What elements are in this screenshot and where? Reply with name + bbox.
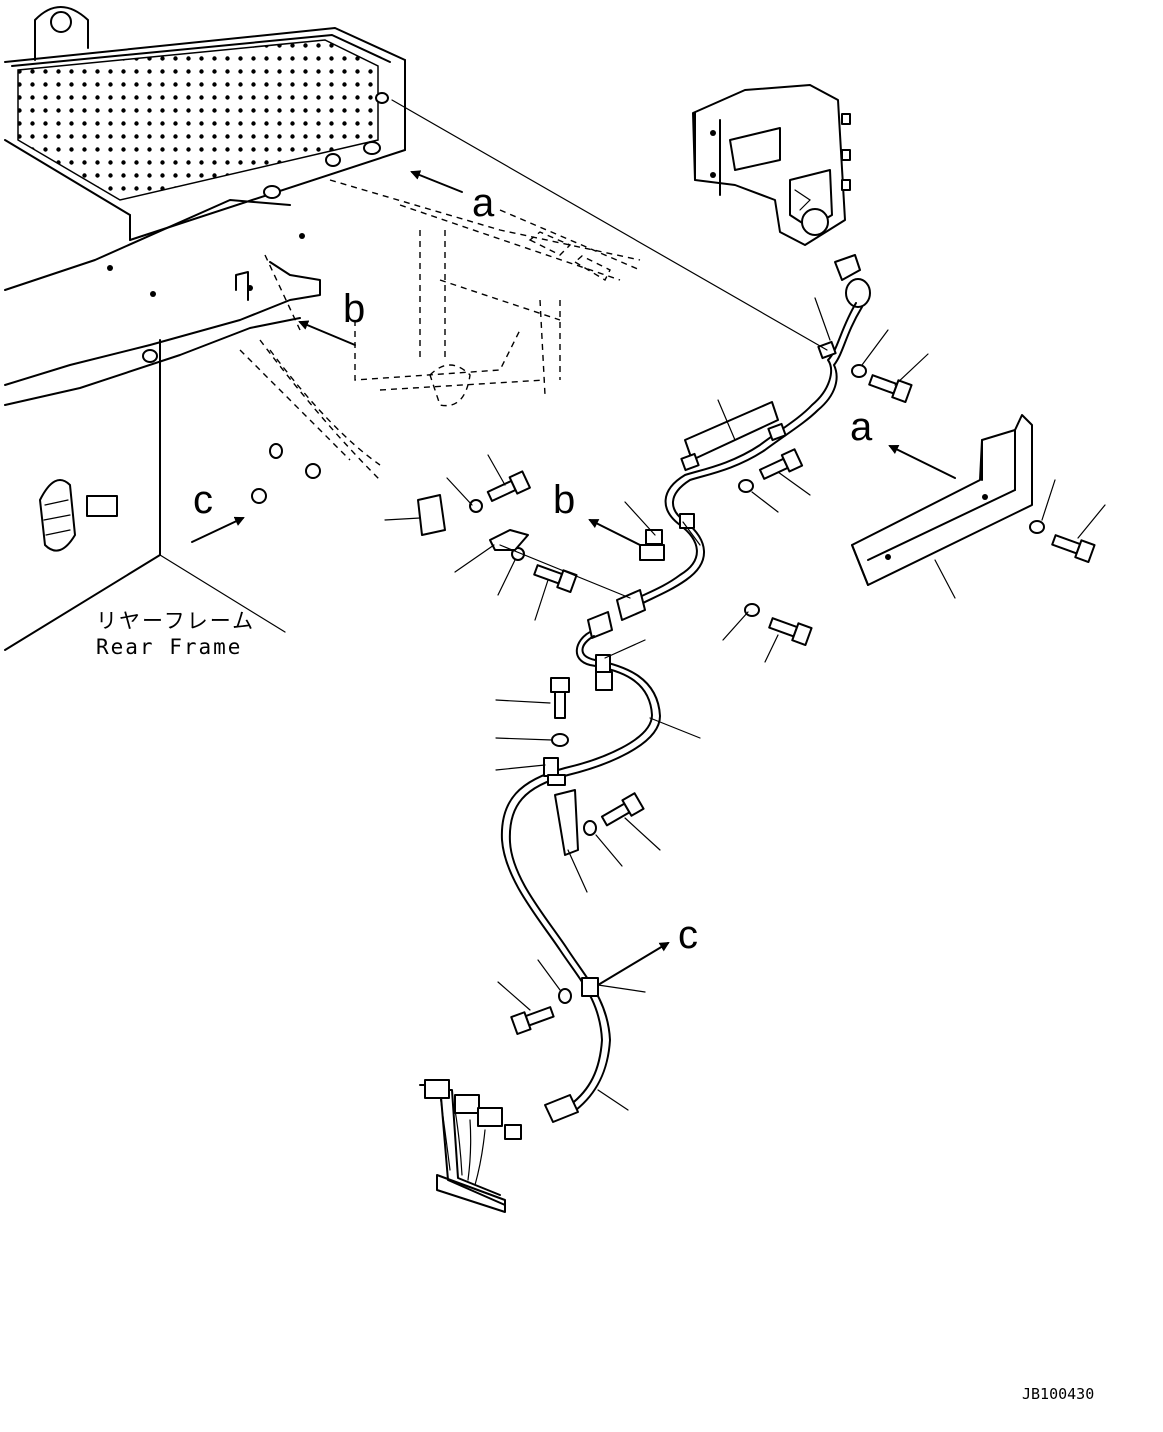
bolt-4 xyxy=(533,564,578,594)
perforated-deck xyxy=(17,39,379,201)
view-label-a: a xyxy=(472,181,495,225)
main-harness-connectors xyxy=(419,1079,522,1213)
washer xyxy=(583,820,597,836)
connector-top xyxy=(834,254,861,281)
connector-mid-1 xyxy=(616,589,646,621)
bolt-7 xyxy=(550,677,570,719)
clip-bracket xyxy=(554,789,579,856)
fasteners xyxy=(417,364,1096,1035)
hidden-lines xyxy=(239,179,641,481)
clip-bracket xyxy=(489,529,529,551)
leader-lines xyxy=(384,99,1106,1111)
switch-housing xyxy=(692,84,851,246)
washer xyxy=(851,364,867,378)
arrow-b-mid xyxy=(588,519,641,546)
bolt-5 xyxy=(768,617,813,647)
view-label-c: c xyxy=(193,478,213,522)
arrow-c-left xyxy=(191,516,245,543)
washer xyxy=(469,499,483,513)
bolt-8 xyxy=(600,792,645,827)
view-label-b: b xyxy=(343,287,365,331)
washer xyxy=(558,988,572,1004)
caption-japanese: リヤーフレーム xyxy=(96,609,255,633)
connector-mid-2 xyxy=(587,611,613,639)
bolt-6 xyxy=(1051,534,1096,564)
view-label-a: a xyxy=(850,405,873,449)
view-label-c: c xyxy=(678,913,698,957)
arrow-b-left xyxy=(298,320,356,346)
frame-bosses xyxy=(107,92,389,504)
arrow-a-right xyxy=(888,445,956,479)
washer xyxy=(1029,520,1045,534)
mounting-bracket xyxy=(851,414,1033,586)
view-label-b: b xyxy=(553,478,575,522)
bolt-2 xyxy=(758,448,804,480)
bolt-9 xyxy=(510,1006,555,1035)
washer xyxy=(744,603,760,617)
grommet xyxy=(845,278,871,308)
bolt-3 xyxy=(486,470,531,502)
view-arrows xyxy=(191,170,956,986)
rear-frame xyxy=(4,6,641,651)
drawing-code: JB100430 xyxy=(1022,1385,1094,1403)
caption-english: Rear Frame xyxy=(96,635,242,659)
clip-bracket xyxy=(417,494,446,536)
arrow-c-lower xyxy=(597,941,670,986)
washer xyxy=(551,733,569,747)
washer xyxy=(738,479,754,493)
connector-bottom xyxy=(544,1094,579,1123)
bolt-1 xyxy=(868,374,913,404)
arrow-a-left xyxy=(410,170,463,193)
